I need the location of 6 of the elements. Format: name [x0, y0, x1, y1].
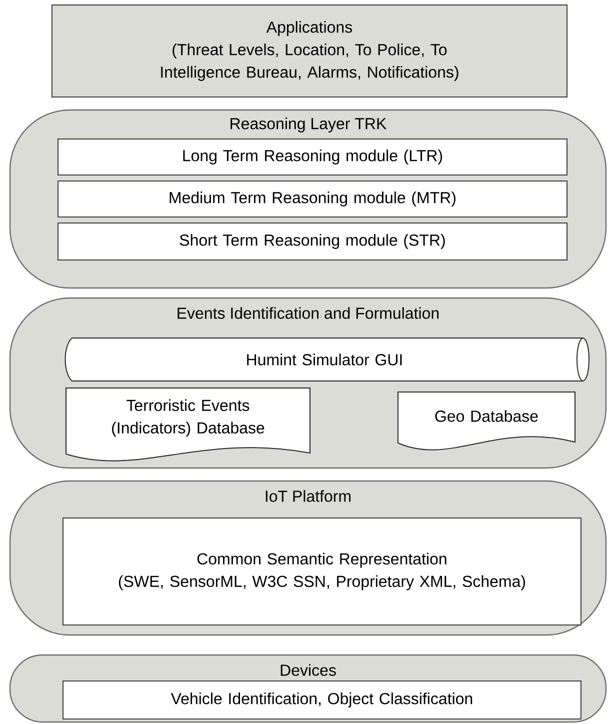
module-box: Short Term Reasoning module (STR) — [58, 222, 568, 260]
module-box: Long Term Reasoning module (LTR) — [58, 138, 568, 176]
module-box: Medium Term Reasoning module (MTR) — [58, 180, 568, 218]
module-box: Vehicle Identification, Object Classification — [62, 680, 582, 720]
application-box: Applications (Threat Levels, Location, To Police, To Intelligence Bureau, Alarms, Notifications) — [52, 4, 568, 98]
module-box: Common Semantic Representation (SWE, SensorML, W3C SSN, Proprietary XML, Schema) — [62, 518, 582, 626]
